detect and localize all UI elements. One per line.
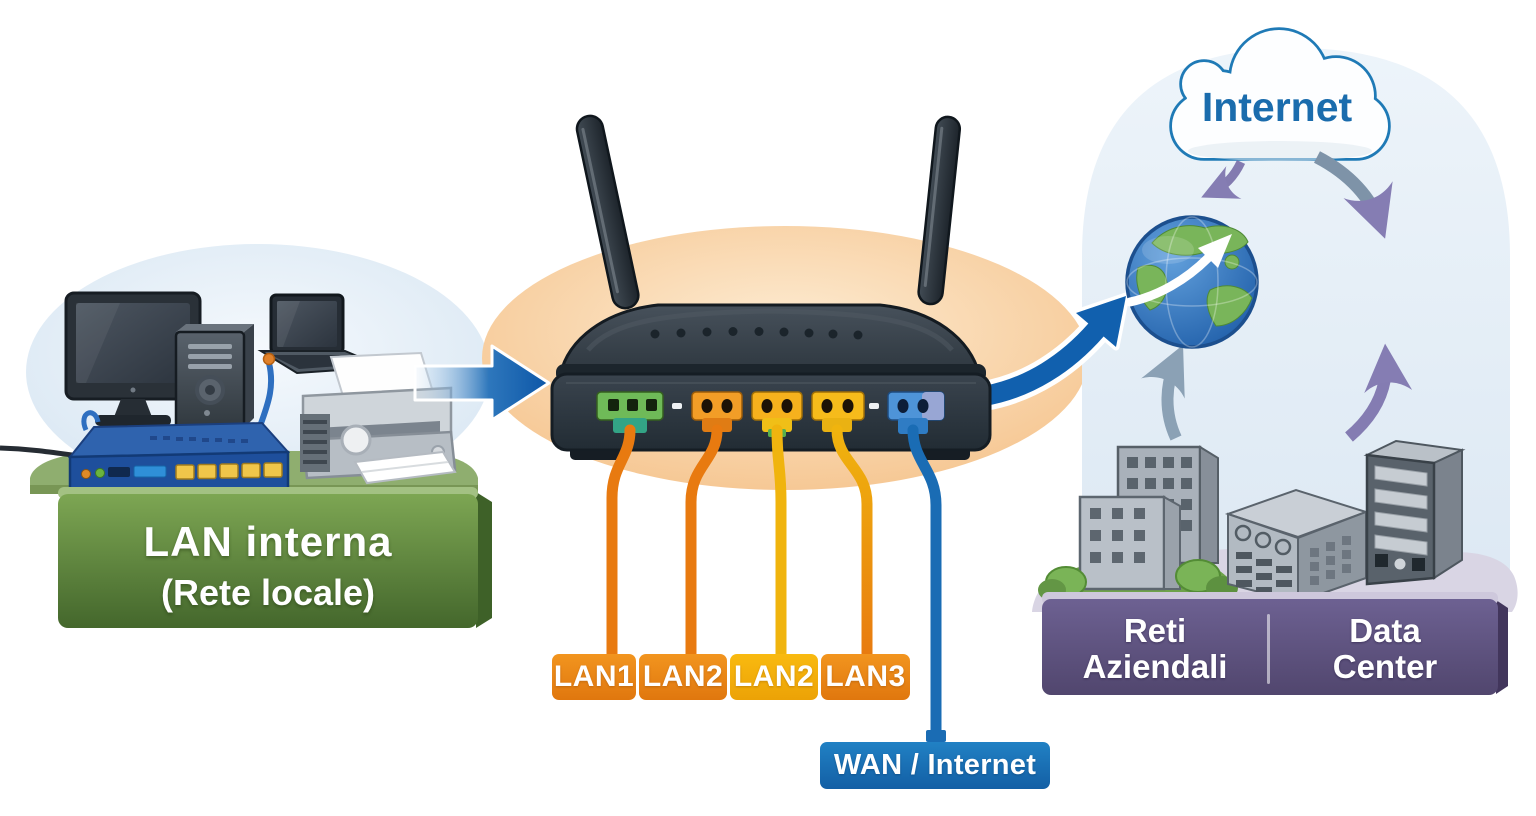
router-ports [596, 391, 945, 437]
corporate-building-icon [1224, 488, 1370, 604]
desktop-computer-icon [64, 291, 254, 430]
network-switch-icon [0, 410, 291, 497]
traffic-arrows [1141, 151, 1413, 442]
switch-power-cable [0, 445, 73, 458]
lan1-label: LAN1 [552, 654, 636, 700]
lan-platform-label: LAN interna (Rete locale) [58, 518, 478, 614]
router-icon [550, 114, 992, 460]
cables [606, 424, 946, 746]
internet-cloud-label: Internet [1201, 84, 1353, 130]
reti-aziendali-label: Reti Aziendali [1082, 612, 1228, 685]
lan1-cable [606, 424, 636, 664]
lan-to-router-arrow-icon [413, 344, 551, 422]
data-center-server-icon [1363, 439, 1466, 586]
wan-cable [907, 424, 942, 746]
lan-platform-title: LAN interna [143, 518, 393, 565]
arrow-datacenter-up-icon [1345, 343, 1413, 442]
lan2-cable [685, 424, 723, 664]
globe-icon [1125, 215, 1259, 349]
router-to-internet-arrow-icon [969, 292, 1130, 411]
arrow-cloud-to-globe-icon [1201, 159, 1246, 199]
data-center-label: Data Center [1332, 612, 1438, 685]
lan2b-cable [771, 424, 787, 664]
destination-platform [1042, 592, 1508, 695]
router-leds [650, 327, 863, 340]
printer-icon [300, 351, 457, 485]
lan2b-label: LAN2 [730, 654, 818, 700]
platform-divider [1267, 614, 1270, 684]
wan-internet-label: WAN / Internet [820, 742, 1050, 789]
lan-platform [58, 487, 492, 628]
arrow-buildings-up-icon [1141, 344, 1185, 441]
lan3-cable [831, 424, 873, 664]
lan3-label: LAN3 [821, 654, 910, 700]
router-antenna-left [575, 114, 640, 310]
internet-cloud-icon [1169, 27, 1391, 161]
lan-platform-subtitle: (Rete locale) [160, 572, 376, 613]
globe-arrow-icon [1125, 253, 1213, 307]
wan-port-blue [887, 391, 945, 434]
arrow-cloud-down-icon [1313, 151, 1393, 239]
switch-cable-loop [81, 410, 101, 432]
office-buildings-icon [1078, 445, 1219, 591]
lan2-label: LAN2 [639, 654, 727, 700]
router-antenna-right [917, 115, 962, 306]
